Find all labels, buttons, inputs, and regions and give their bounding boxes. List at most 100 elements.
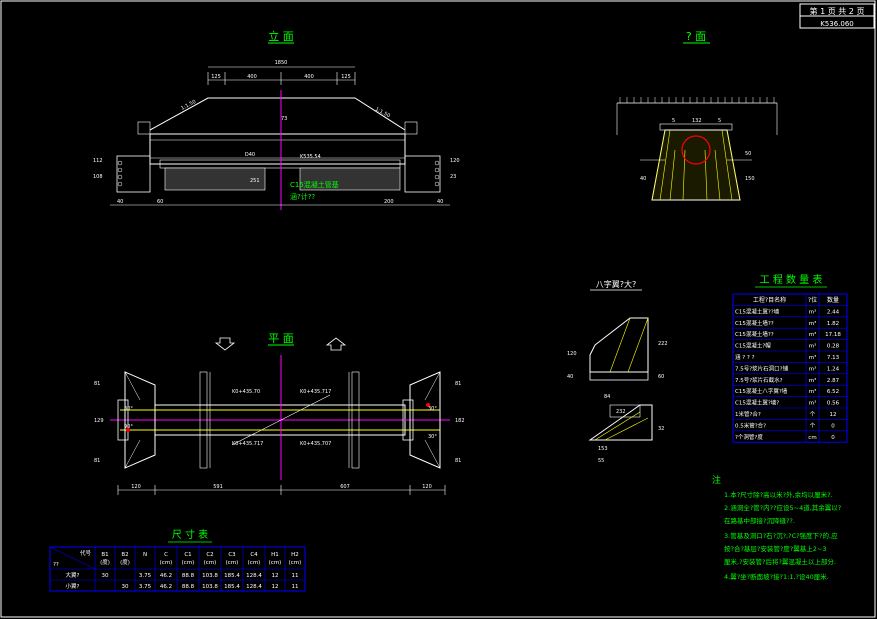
- table-cell: 6.52: [827, 389, 839, 395]
- table-cell: 1.24: [827, 366, 840, 372]
- note-item: 3.管基及洞口?石?沉?,?C?强度下?的,应: [724, 531, 838, 540]
- elevation-title: 立 面: [268, 29, 294, 43]
- note-item: 厘米,?安装管?后将?翼混凝土以上部分.: [724, 557, 836, 566]
- note-item: 4.翼?坐?断面坡?接?1:1,?设40厘米.: [724, 572, 829, 581]
- table-header: N: [143, 552, 147, 558]
- notes: 注 1.本?尺寸除?高以米?外,余均以厘米?. 2.涵洞全?管?内??应设5~4…: [712, 474, 841, 581]
- dim-label: 50: [745, 151, 751, 157]
- annotation: C15混凝土管基: [290, 180, 339, 189]
- angle-label: 90°: [124, 424, 133, 430]
- dim-label: 40: [117, 199, 123, 205]
- table-header: H1: [271, 552, 279, 558]
- table-cell: 2.87: [827, 378, 840, 384]
- dim-label: 129: [94, 418, 104, 424]
- dim-label: 55: [598, 458, 604, 464]
- table-header: (cm): [269, 560, 282, 566]
- dim-label: 150: [745, 176, 755, 182]
- table-cell: cm: [808, 435, 816, 441]
- section-view: ? 面 5 132 5 50 150 40: [616, 30, 778, 201]
- table-cell: m³: [809, 320, 817, 327]
- table-header: B2: [121, 552, 128, 558]
- table-header: 代号: [80, 549, 92, 557]
- dim-label: 120: [422, 484, 432, 490]
- table-cell: 3.75: [139, 584, 152, 590]
- table-cell: m³: [809, 331, 817, 338]
- table-header: B1: [101, 552, 108, 558]
- table-cell: 128.4: [246, 584, 262, 590]
- table-cell: 46.2: [160, 584, 172, 590]
- dim-label: 60: [658, 374, 664, 380]
- table-header: 工程?目名称: [753, 296, 786, 304]
- table-cell: 1.82: [827, 321, 839, 327]
- table-cell: 1米管?合?: [735, 410, 761, 418]
- dim-label: 5: [672, 118, 675, 124]
- table-cell: 7.5号?浆片石洞口?铺: [735, 364, 789, 372]
- table-header: C2: [206, 552, 213, 558]
- wingwall-detail: 八字翼?大? 120 40 222 60 84 232 153 55 32: [567, 279, 668, 464]
- table-cell: 30: [122, 584, 129, 590]
- station-number: K536.060: [820, 20, 854, 28]
- dim-label: 40: [567, 374, 573, 380]
- table-cell: 7.13: [827, 355, 840, 361]
- table-header: ??: [53, 562, 59, 568]
- dim-label: 400: [304, 74, 314, 80]
- dim-label: 125: [211, 74, 221, 80]
- table-cell: 30: [102, 573, 109, 579]
- table-header: (度): [120, 558, 130, 566]
- note-item: 在路基中部接?沉降缝??.: [724, 516, 795, 525]
- table-header: C: [164, 552, 168, 558]
- dim-label: 1850: [275, 60, 288, 66]
- dim-label: 23: [450, 174, 456, 180]
- dim-label: 81: [94, 381, 100, 387]
- table-cell: ?个洞管?度: [735, 433, 763, 441]
- table-cell: 103.8: [202, 573, 218, 579]
- table-cell: 12: [272, 584, 279, 590]
- table-header: C1: [184, 552, 191, 558]
- table-header: (cm): [289, 560, 302, 566]
- table-cell: 个: [810, 411, 816, 418]
- table-cell: 7.5号?浆片石截水?: [735, 376, 783, 384]
- station-label: K0+435.707: [300, 441, 331, 447]
- note-item: 1.本?尺寸除?高以米?外,余均以厘米?.: [724, 490, 833, 499]
- table-cell: 88.8: [182, 573, 195, 579]
- angle-label: 30°: [428, 406, 437, 412]
- table-cell: 11: [292, 584, 299, 590]
- table-cell: 小翼?: [66, 582, 80, 590]
- wingwall-title: 八字翼?大?: [596, 279, 637, 289]
- table-header: (度): [100, 558, 110, 566]
- table-header: (cm): [160, 560, 173, 566]
- angle-label: 30°: [428, 434, 437, 440]
- table-header: C3: [228, 552, 236, 558]
- dim-label: 40: [437, 199, 443, 205]
- table-cell: 0: [831, 423, 835, 429]
- table-cell: 12: [830, 412, 837, 418]
- table-cell: 185.4: [224, 584, 240, 590]
- station-label: K0+435.70: [232, 389, 260, 395]
- table-cell: m³: [809, 354, 817, 361]
- dim-label: 112: [93, 158, 103, 164]
- dim-label: 32: [658, 426, 664, 432]
- dim-label: 222: [658, 341, 668, 347]
- dimension-table-title: 尺 寸 表: [172, 528, 208, 541]
- table-cell: 88.8: [182, 584, 195, 590]
- table-cell: 个: [810, 422, 816, 429]
- table-header: (cm): [204, 560, 217, 566]
- notes-heading: 注: [712, 474, 721, 486]
- table-cell: C15混凝土?帽: [735, 342, 771, 350]
- table-cell: 0.5米管?合?: [735, 421, 766, 429]
- table-cell: 0: [831, 435, 835, 441]
- slope-label: 1:1.50: [374, 106, 391, 119]
- dim-label: 120: [567, 351, 577, 357]
- table-header: 数量: [827, 296, 839, 304]
- dim-label: 251: [250, 178, 260, 184]
- title-block: 第 1 页 共 2 页 K536.060: [799, 3, 875, 29]
- table-cell: C15混凝土翼?墙?: [735, 399, 779, 407]
- table-header: (cm): [226, 560, 239, 566]
- table-cell: 46.2: [160, 573, 172, 579]
- table-header: H2: [291, 552, 299, 558]
- elevation-view: 立 面 1850 125 400 400 125 1:1.50 1:1.50 D…: [93, 29, 460, 210]
- dim-label: 200: [384, 199, 394, 205]
- table-cell: m³: [809, 377, 817, 384]
